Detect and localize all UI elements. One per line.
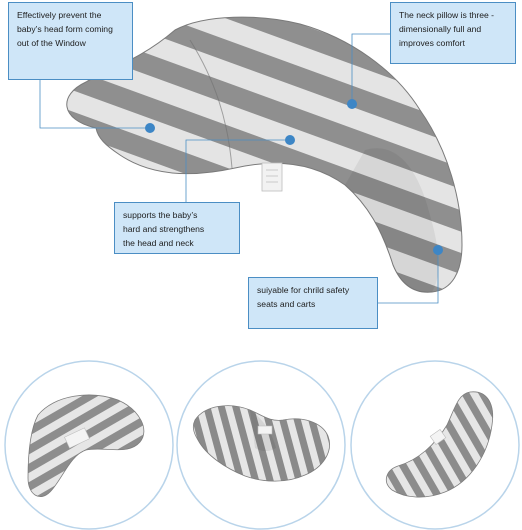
marker-dot-support (285, 135, 295, 145)
callout-safety: suiyable for chrild safety seats and car… (248, 277, 378, 329)
marker-dots (145, 99, 443, 255)
callout-line: supports the baby’s (123, 210, 198, 220)
callout-line: the head and neck (123, 238, 194, 248)
callout-line: hard and strengthens (123, 224, 205, 234)
callout-line: baby’s head form coming (17, 24, 113, 34)
marker-dot-head (145, 123, 155, 133)
marker-dot-safety (433, 245, 443, 255)
callout-supports: supports the baby’s hard and strengthens… (114, 202, 240, 254)
callout-neck-pillow: The neck pillow is three - dimensionally… (390, 2, 516, 64)
callout-line: seats and carts (257, 299, 316, 309)
callout-line: suiyable for chrild safety (257, 285, 350, 295)
main-pillow-image (66, 16, 463, 293)
callout-connectors (39, 33, 439, 304)
thumbnail-2 (176, 360, 346, 530)
callout-line: out of the Window (17, 38, 86, 48)
callout-line: dimensionally full and (399, 24, 482, 34)
callout-line: improves comfort (399, 38, 465, 48)
callout-line: Effectively prevent the (17, 10, 102, 20)
marker-dot-neck (347, 99, 357, 109)
thumbnail-3 (350, 360, 520, 530)
callout-line: The neck pillow is three - (399, 10, 495, 20)
thumbnail-1 (4, 360, 174, 530)
callout-head-form: Effectively prevent the baby’s head form… (8, 2, 133, 80)
